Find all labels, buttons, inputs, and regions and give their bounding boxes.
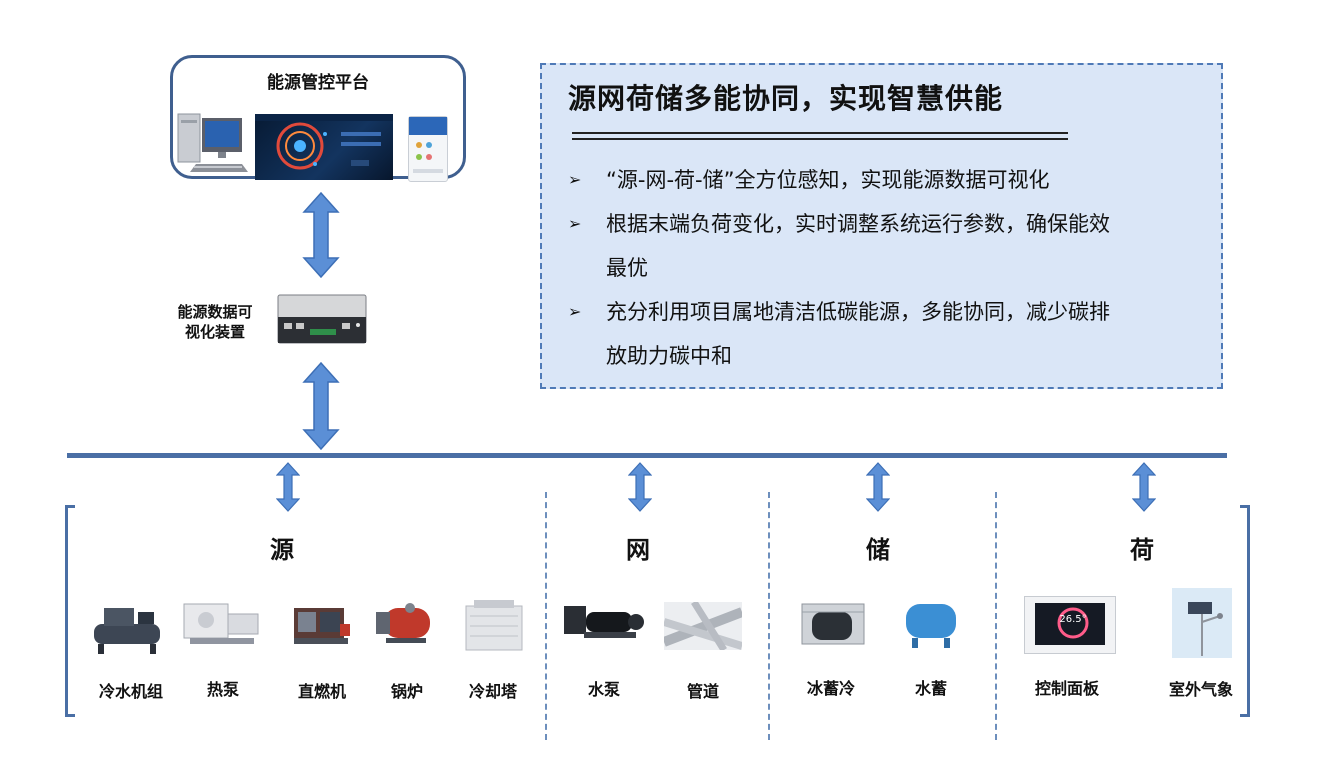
arrow-bullet-icon: ➢: [568, 170, 582, 189]
group-divider: [545, 492, 547, 740]
summary-box: [540, 63, 1223, 389]
pipes-icon: [664, 602, 742, 650]
double-arrow-icon: [1132, 462, 1156, 512]
direct-fired-machine-icon: [294, 608, 350, 644]
cooling-tower-icon: [465, 600, 523, 651]
arrow-bullet-icon: ➢: [568, 302, 582, 321]
panel-temperature: 26.5°: [1059, 614, 1087, 625]
bullet-text: “源-网-荷-储”全方位感知，实现能源数据可视化: [606, 168, 1050, 192]
label-cooling-tower: 冷却塔: [468, 682, 517, 701]
left-bracket: [65, 505, 75, 717]
label-pipes: 管道: [686, 682, 719, 701]
bullet-text: 充分利用项目属地清洁低碳能源，多能协同，减少碳排: [606, 300, 1110, 324]
computer-icon: [177, 113, 248, 172]
label-weather-station: 室外气象: [1168, 680, 1233, 699]
ice-storage-icon: [801, 603, 865, 645]
device-label: 能源数据可 视化装置: [165, 302, 265, 342]
label-water-storage: 水蓄: [914, 679, 947, 698]
label-water-pump: 水泵: [587, 680, 620, 699]
group-title-storage: 储: [866, 536, 890, 564]
double-arrow-icon: [302, 192, 340, 278]
group-title-load: 荷: [1130, 536, 1154, 564]
label-control-panel: 控制面板: [1034, 679, 1099, 698]
double-arrow-icon: [276, 462, 300, 512]
label-direct-fired: 直燃机: [297, 682, 346, 701]
double-arrow-icon: [628, 462, 652, 512]
control-panel-icon: 26.5°: [1024, 596, 1116, 654]
dashboard-screenshot: [255, 114, 393, 180]
bullet-text-cont: 最优: [606, 256, 648, 280]
device-label-line2: 视化装置: [184, 323, 245, 341]
bullet-text-cont: 放助力碳中和: [606, 344, 732, 368]
data-device-icon: [277, 294, 367, 344]
group-title-source: 源: [270, 536, 294, 564]
platform-title: 能源管控平台: [267, 73, 369, 93]
double-arrow-icon: [302, 362, 340, 450]
arrow-bullet-icon: ➢: [568, 214, 582, 233]
summary-bullet: ➢ 根据末端负荷变化，实时调整系统运行参数，确保能效 最优: [568, 202, 1208, 290]
weather-station-icon: [1172, 588, 1232, 658]
mobile-app-screenshot: [408, 116, 448, 182]
water-pump-icon: [564, 606, 644, 638]
right-bracket: [1240, 505, 1250, 717]
summary-title: 源网荷储多能协同，实现智慧供能: [568, 82, 1004, 115]
chiller-icon: [94, 608, 160, 654]
label-heat-pump: 热泵: [206, 680, 239, 699]
label-boiler: 锅炉: [390, 682, 423, 701]
label-chiller: 冷水机组: [98, 682, 163, 701]
device-label-line1: 能源数据可: [177, 303, 253, 321]
summary-bullet: ➢ 充分利用项目属地清洁低碳能源，多能协同，减少碳排 放助力碳中和: [568, 290, 1208, 378]
group-divider: [768, 492, 770, 740]
summary-bullet: ➢ “源-网-荷-储”全方位感知，实现能源数据可视化: [568, 158, 1208, 202]
title-underline: [572, 132, 1068, 140]
group-title-grid: 网: [626, 536, 650, 564]
group-divider: [995, 492, 997, 740]
label-ice-storage: 冰蓄冷: [806, 679, 855, 698]
boiler-icon: [376, 603, 430, 643]
heat-pump-icon: [183, 603, 259, 644]
bullet-text: 根据末端负荷变化，实时调整系统运行参数，确保能效: [606, 212, 1110, 236]
bus-line: [67, 453, 1227, 458]
double-arrow-icon: [866, 462, 890, 512]
water-tank-icon: [906, 604, 956, 648]
